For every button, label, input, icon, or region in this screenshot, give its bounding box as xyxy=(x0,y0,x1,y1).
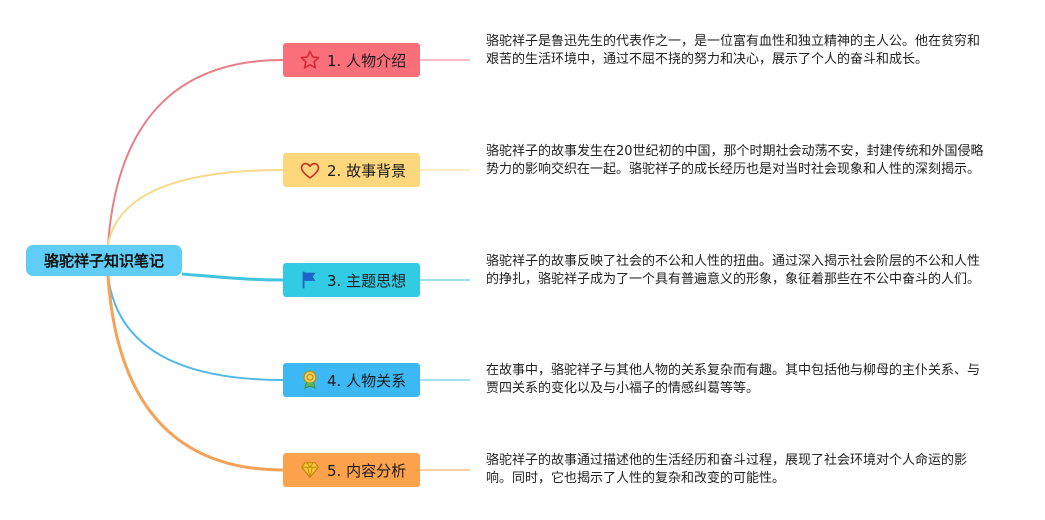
branch-topic-label: 5. 内容分析 xyxy=(327,461,407,480)
root-branch-connector xyxy=(107,59,284,246)
diamond-icon xyxy=(299,459,321,481)
note-content-analysis: 骆驼祥子的故事通过描述他的生活经历和奋斗过程，展现了社会环境对个人命运的影响。同… xyxy=(486,453,968,486)
flag-icon xyxy=(299,269,321,291)
root-branch-connector xyxy=(107,169,284,246)
branch-topic-relationships[interactable]: 4. 人物关系 xyxy=(283,363,420,397)
branch-topic-theme[interactable]: 3. 主题思想 xyxy=(283,263,420,297)
branch-topic-label: 2. 故事背景 xyxy=(327,161,407,180)
medal-icon xyxy=(299,369,321,391)
note-theme: 骆驼祥子的故事反映了社会的不公和人性的扭曲。通过深入揭示社会阶层的不公和人性的挣… xyxy=(486,254,981,287)
branch-topic-character-intro[interactable]: 1. 人物介绍 xyxy=(283,43,420,77)
root-branch-connector xyxy=(181,272,284,282)
note-story-background: 骆驼祥子的故事发生在20世纪初的中国，那个时期社会动荡不安，封建传统和外国侵略势… xyxy=(486,144,984,177)
note-character-intro: 骆驼祥子是鲁迅先生的代表作之一，是一位富有血性和独立精神的主人公。他在贫穷和艰苦… xyxy=(486,34,981,67)
heart-icon xyxy=(299,159,321,181)
branch-topic-label: 3. 主题思想 xyxy=(327,271,407,290)
branch-topic-content-analysis[interactable]: 5. 内容分析 xyxy=(283,453,420,487)
star-icon xyxy=(299,49,321,71)
note-relationships: 在故事中，骆驼祥子与其他人物的关系复杂而有趣。其中包括他与柳母的主仆关系、与贾四… xyxy=(486,363,981,396)
branch-topic-label: 4. 人物关系 xyxy=(327,371,407,390)
branch-topic-label: 1. 人物介绍 xyxy=(327,51,407,70)
root-topic-label: 骆驼祥子知识笔记 xyxy=(43,252,164,270)
root-branch-connector xyxy=(106,275,284,472)
root-topic[interactable]: 骆驼祥子知识笔记 xyxy=(26,245,182,276)
root-branch-connector xyxy=(107,275,284,381)
branch-topic-story-background[interactable]: 2. 故事背景 xyxy=(283,153,420,187)
